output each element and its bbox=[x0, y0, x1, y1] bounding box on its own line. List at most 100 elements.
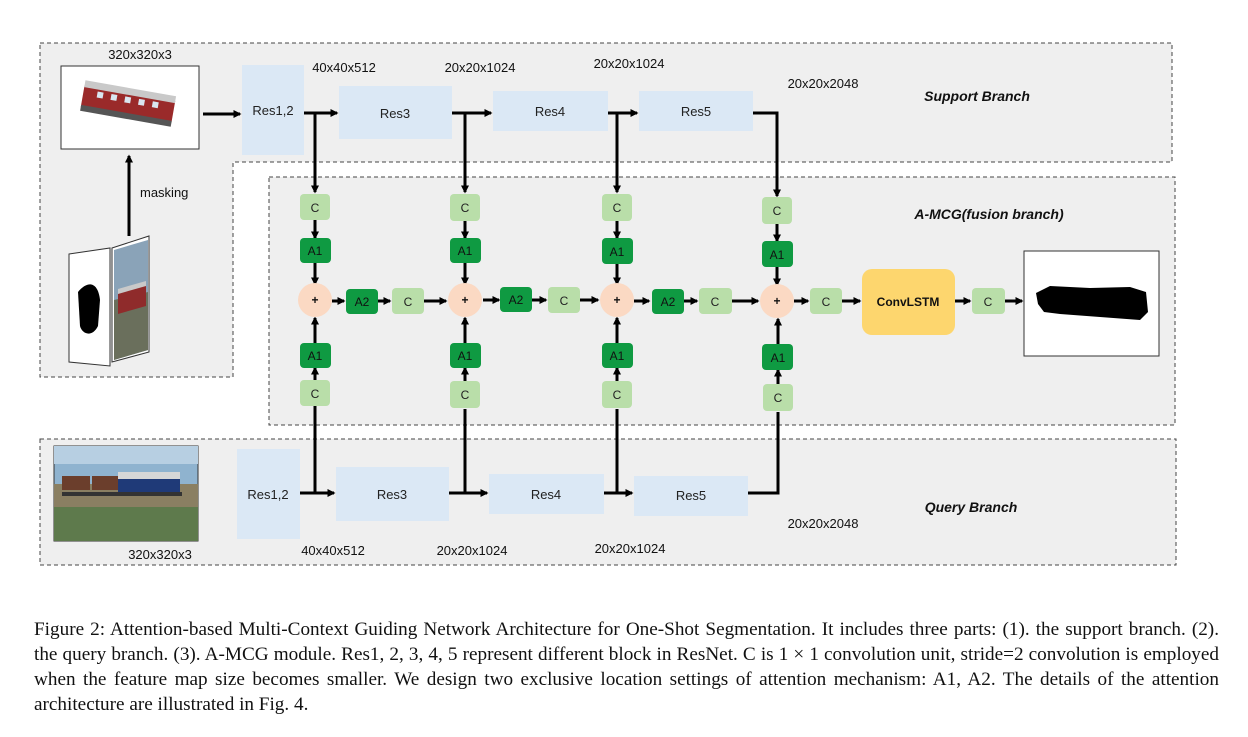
architecture-diagram: 320x320x3 masking 320x320x3 Res1,2 Res3 … bbox=[39, 42, 1177, 566]
fusion-plus-1 bbox=[298, 283, 332, 317]
fusion-c-final-label: C bbox=[984, 295, 993, 309]
figure-caption: Figure 2: Attention-based Multi-Context … bbox=[34, 619, 1219, 715]
fusion-a1-bottom-2 bbox=[450, 343, 481, 368]
support-branch-panel bbox=[39, 42, 1173, 378]
support-size-2: 20x20x1024 bbox=[445, 60, 516, 75]
fusion-c-mid-4 bbox=[810, 288, 842, 314]
fusion-a2-2-label: A2 bbox=[509, 293, 524, 307]
fusion-c-top-1-label: C bbox=[311, 201, 320, 215]
support-res5-block bbox=[639, 91, 753, 131]
query-branch-panel bbox=[39, 438, 1177, 566]
query-size-3: 20x20x1024 bbox=[595, 541, 666, 556]
fusion-plus-2-label: + bbox=[461, 293, 468, 307]
fusion-c-top-2-label: C bbox=[461, 201, 470, 215]
support-res12-label: Res1,2 bbox=[252, 103, 293, 118]
query-res4-label: Res4 bbox=[531, 487, 561, 502]
fusion-branch-title: A-MCG(fusion branch) bbox=[913, 206, 1064, 222]
fusion-horizontal-arrows bbox=[332, 296, 1024, 305]
query-size-1: 40x40x512 bbox=[301, 543, 365, 558]
fusion-a1-top-1-label: A1 bbox=[308, 244, 323, 258]
fusion-c-bottom-3-label: C bbox=[613, 388, 622, 402]
support-res5-label: Res5 bbox=[681, 104, 711, 119]
fusion-a1-bottom-1-label: A1 bbox=[308, 349, 323, 363]
query-res12-block bbox=[237, 449, 300, 539]
support-arrows bbox=[203, 109, 781, 198]
fusion-c-bottom-1-label: C bbox=[311, 387, 320, 401]
fusion-c-bottom-4 bbox=[763, 384, 793, 411]
fusion-c-mid-3 bbox=[699, 288, 732, 314]
query-res3-label: Res3 bbox=[377, 487, 407, 502]
fusion-c-bottom-4-label: C bbox=[774, 391, 783, 405]
query-res5-block bbox=[634, 476, 748, 516]
fusion-plus-4 bbox=[760, 284, 794, 318]
query-res12-label: Res1,2 bbox=[247, 487, 288, 502]
fusion-a1-bottom-3-label: A1 bbox=[610, 349, 625, 363]
support-size-1: 40x40x512 bbox=[312, 60, 376, 75]
mask-stack bbox=[68, 235, 150, 367]
fusion-c-top-3 bbox=[602, 194, 632, 221]
fusion-c-mid-1 bbox=[392, 288, 424, 314]
fusion-c-top-2 bbox=[450, 194, 480, 221]
fusion-plus-2 bbox=[448, 283, 482, 317]
fusion-c-mid-1-label: C bbox=[404, 295, 413, 309]
fusion-a1-top-2-label: A1 bbox=[458, 244, 473, 258]
support-res3-block bbox=[339, 86, 452, 139]
fusion-a1-top-3 bbox=[602, 238, 633, 264]
convlstm-label: ConvLSTM bbox=[877, 295, 940, 309]
fusion-c-top-4-label: C bbox=[773, 204, 782, 218]
query-size-4: 20x20x2048 bbox=[788, 516, 859, 531]
support-branch-title: Support Branch bbox=[924, 88, 1030, 104]
convlstm-block bbox=[862, 269, 955, 335]
fusion-c-mid-4-label: C bbox=[822, 295, 831, 309]
fusion-c-mid-3-label: C bbox=[711, 295, 720, 309]
output-mask-image bbox=[1023, 250, 1160, 357]
fusion-a2-3-label: A2 bbox=[661, 295, 676, 309]
fusion-a1-top-2 bbox=[450, 238, 481, 263]
fusion-a1-top-4-label: A1 bbox=[770, 248, 785, 262]
support-res4-label: Res4 bbox=[535, 104, 565, 119]
fusion-a2-2 bbox=[500, 287, 532, 312]
support-res3-label: Res3 bbox=[380, 106, 410, 121]
fusion-c-mid-2-label: C bbox=[560, 294, 569, 308]
query-res5-label: Res5 bbox=[676, 488, 706, 503]
fusion-a2-1 bbox=[346, 289, 378, 314]
support-size-3: 20x20x1024 bbox=[594, 56, 665, 71]
fusion-a1-bottom-4 bbox=[762, 344, 793, 370]
fusion-c-bottom-3 bbox=[602, 381, 632, 408]
query-arrows bbox=[300, 409, 780, 497]
support-input-size: 320x320x3 bbox=[108, 47, 172, 62]
fusion-c-bottom-1 bbox=[300, 380, 330, 406]
support-res4-block bbox=[493, 91, 608, 131]
query-size-2: 20x20x1024 bbox=[437, 543, 508, 558]
fusion-vertical-arrows bbox=[311, 219, 782, 410]
fusion-a1-top-1 bbox=[300, 238, 331, 263]
query-res3-block bbox=[336, 467, 449, 521]
fusion-a2-1-label: A2 bbox=[355, 295, 370, 309]
fusion-a2-3 bbox=[652, 289, 684, 314]
fusion-a1-bottom-3 bbox=[602, 343, 633, 368]
support-res12-block bbox=[242, 65, 304, 155]
fusion-a1-bottom-4-label: A1 bbox=[771, 351, 786, 365]
query-branch-title: Query Branch bbox=[925, 499, 1018, 515]
fusion-plus-3-label: + bbox=[613, 293, 620, 307]
support-image bbox=[60, 65, 200, 150]
fusion-c-top-4 bbox=[762, 197, 792, 224]
fusion-c-mid-2 bbox=[548, 287, 580, 313]
fusion-a1-bottom-2-label: A1 bbox=[458, 349, 473, 363]
query-image bbox=[53, 445, 199, 542]
fusion-plus-3 bbox=[600, 283, 634, 317]
fusion-c-bottom-2-label: C bbox=[461, 388, 470, 402]
fusion-a1-top-3-label: A1 bbox=[610, 245, 625, 259]
fusion-plus-1-label: + bbox=[311, 293, 318, 307]
masking-label: masking bbox=[140, 185, 188, 200]
support-size-4: 20x20x2048 bbox=[788, 76, 859, 91]
fusion-a1-top-4 bbox=[762, 241, 793, 267]
fusion-c-final bbox=[972, 288, 1005, 314]
fusion-a1-bottom-1 bbox=[300, 343, 331, 368]
query-res4-block bbox=[489, 474, 604, 514]
fusion-c-bottom-2 bbox=[450, 381, 480, 408]
fusion-c-top-1 bbox=[300, 194, 330, 220]
fusion-c-top-3-label: C bbox=[613, 201, 622, 215]
fusion-plus-4-label: + bbox=[773, 294, 780, 308]
query-input-size: 320x320x3 bbox=[128, 547, 192, 562]
